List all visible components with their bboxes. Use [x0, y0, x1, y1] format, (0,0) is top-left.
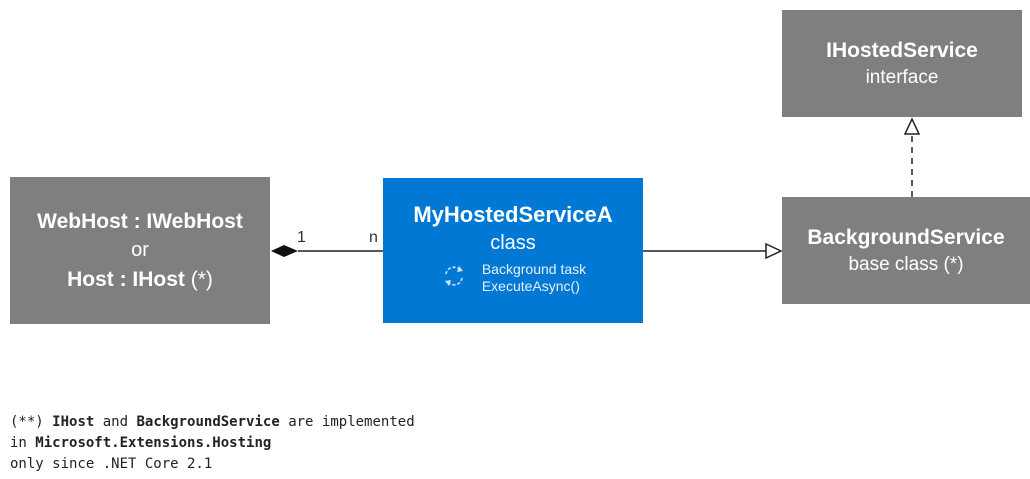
myhosted-title: MyHostedServiceA: [413, 201, 613, 227]
composition-diamond: [271, 245, 298, 257]
multiplicity-n: n: [369, 229, 378, 246]
note-bold: IHost: [52, 414, 95, 430]
myhosted-subtitle: class: [490, 231, 536, 254]
task-label: Background task: [481, 260, 587, 277]
refresh-icon: [440, 262, 468, 294]
bgservice-subtitle: base class (*): [848, 253, 964, 275]
background-task: Background task ExecuteAsync(): [440, 261, 586, 295]
inheritance-arrowhead: [765, 242, 783, 260]
footnote: (**) IHost and BackgroundService are imp…: [10, 412, 415, 475]
note-text: in: [10, 435, 36, 451]
webhost-box: WebHost : IWebHost or Host : IHost (*): [10, 177, 270, 324]
host-footnote: (*): [184, 268, 213, 291]
note-text: are implemented: [279, 414, 415, 430]
host-line: Host : IHost (*): [67, 265, 213, 294]
note-text: only since .NET Core 2.1: [10, 456, 213, 472]
myhostedservice-box: MyHostedServiceA class Background task E…: [383, 178, 643, 323]
ihosted-title: IHostedService: [826, 38, 978, 62]
note-text: (**): [10, 414, 53, 430]
task-method: ExecuteAsync(): [481, 277, 580, 294]
realization-arrowhead: [903, 117, 921, 135]
note-bold: Microsoft.Extensions.Hosting: [35, 435, 272, 451]
backgroundservice-box: BackgroundService base class (*): [782, 197, 1030, 304]
ihostedservice-box: IHostedService interface: [782, 10, 1022, 117]
webhost-title: WebHost : IWebHost: [37, 210, 243, 233]
ihosted-subtitle: interface: [865, 66, 939, 88]
bgservice-title: BackgroundService: [807, 225, 1005, 249]
note-bold: BackgroundService: [136, 414, 280, 430]
multiplicity-one: 1: [297, 229, 306, 246]
note-text: and: [94, 414, 137, 430]
host-title: Host : IHost: [67, 268, 185, 291]
webhost-or: or: [131, 239, 149, 261]
